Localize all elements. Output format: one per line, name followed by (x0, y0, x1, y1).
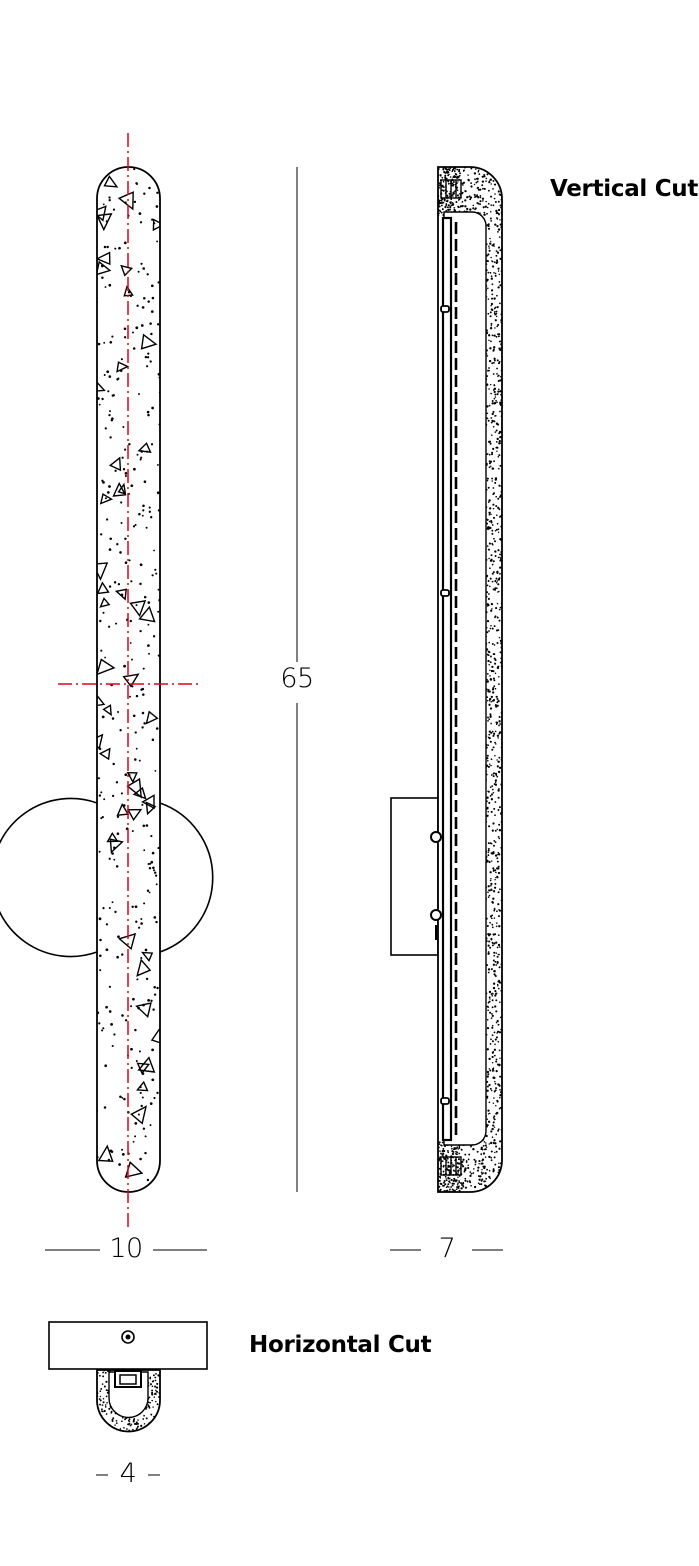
side-view (390, 166, 503, 1193)
front-view (0, 133, 214, 1228)
wall-mount-disc (0, 797, 98, 958)
inner-cavity (443, 211, 487, 1146)
fixing-screws (430, 831, 442, 940)
section-wall-plate (48, 1321, 208, 1370)
horizontal-cut-label: Horizontal Cut (249, 1332, 432, 1358)
led-profile (441, 216, 453, 1142)
wall-plate (390, 797, 439, 956)
horizontal-section (48, 1321, 208, 1433)
vertical-cut-label: Vertical Cut (550, 176, 699, 202)
top-end-cap (440, 179, 462, 199)
side-depth-dimension-label: 7 (438, 1233, 456, 1264)
bottom-end-cap (440, 1156, 462, 1176)
mounting-clips (440, 305, 450, 1105)
section-width-dimension-label: 4 (119, 1458, 137, 1489)
wall-mount-disc-right (159, 802, 214, 953)
height-dimension-label: 65 (280, 663, 314, 694)
front-width-dimension-label: 10 (109, 1233, 143, 1264)
